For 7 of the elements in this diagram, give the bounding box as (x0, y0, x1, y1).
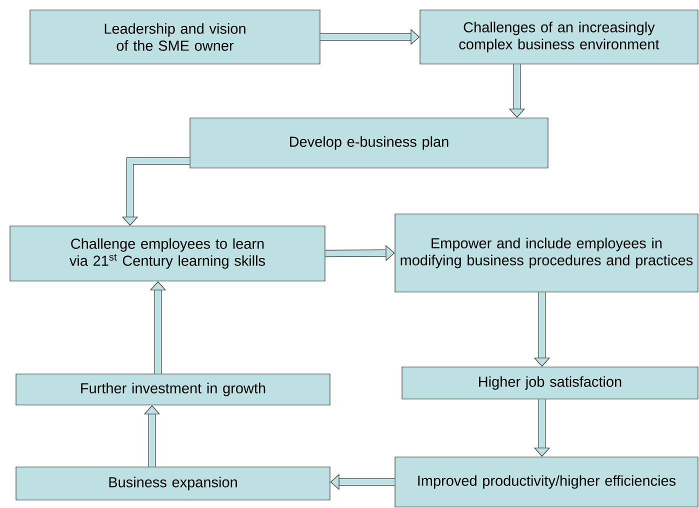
process-box: Improved productivity/higher efficiencies (394, 456, 698, 508)
process-box: Challenge employees to learn via 21$^{st}$ Century learning skills (10, 226, 326, 282)
process-box: Challenges of an increasingly complex business environment (420, 10, 698, 64)
process-box: Leadership and vision of the SME owner (30, 10, 320, 64)
process-box: Business expansion (16, 466, 330, 500)
process-box: Empower and include employees in modifying business procedures and practices (394, 214, 698, 292)
process-box: Develop e-business plan (190, 118, 548, 168)
